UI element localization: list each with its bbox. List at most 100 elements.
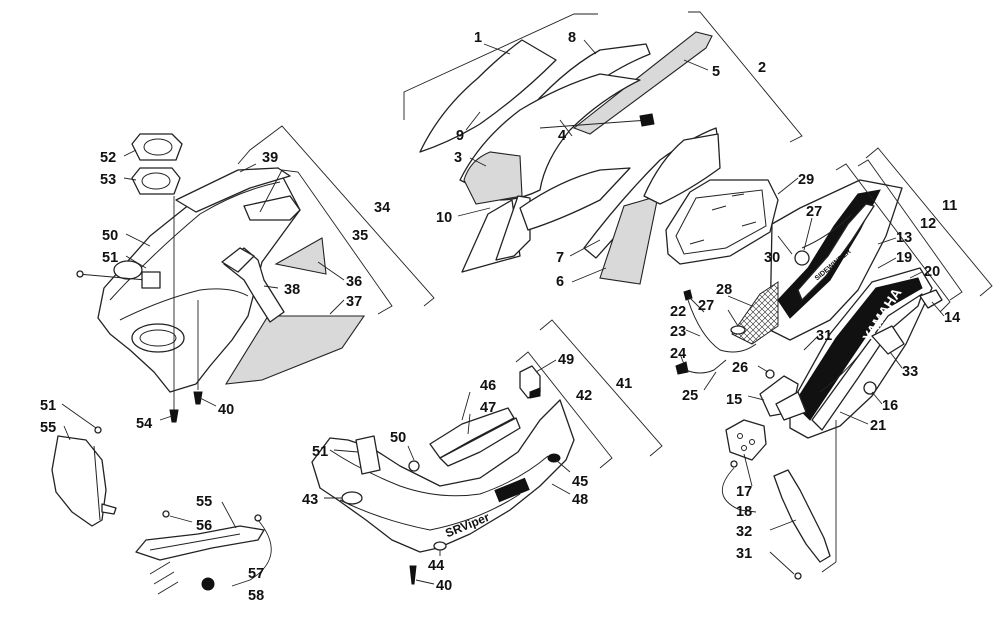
part-37-foam-strip: [224, 315, 366, 385]
part-28-mesh-grille: [731, 281, 779, 345]
leader-17: [743, 453, 753, 487]
leader-5: [683, 59, 709, 71]
callout-58: 58: [248, 588, 264, 604]
callout-41: 41: [616, 376, 632, 392]
leader-8: [583, 39, 597, 55]
callouts-bottom-left: 51 51 55 55 56 57 58: [40, 398, 264, 604]
callout-39: 39: [262, 150, 278, 166]
callout-28: 28: [716, 282, 732, 298]
hatch-58-a: [149, 561, 171, 575]
callout-27b: 27: [698, 298, 714, 314]
callout-24: 24: [670, 346, 686, 362]
part-43-hole: [341, 491, 363, 505]
part-40-screw-b: [409, 565, 417, 585]
leader-46: [461, 391, 471, 421]
callout-54: 54: [136, 416, 152, 432]
callout-11: 11: [942, 198, 957, 214]
leader-55b: [221, 501, 237, 529]
bracket-2: [688, 11, 803, 143]
callout-36: 36: [346, 274, 362, 290]
callout-20: 20: [924, 264, 940, 280]
leader-48: [551, 483, 571, 495]
bracket-42: [515, 351, 613, 469]
callout-10: 10: [436, 210, 452, 226]
part-17-mount-plate: [725, 419, 767, 461]
leader-53: [123, 177, 137, 181]
part-55-tab: [101, 503, 117, 515]
part-55-side-guard: [51, 435, 107, 527]
centerline-21: [821, 561, 837, 573]
bracket-35: [259, 169, 393, 315]
part-25-wire: [685, 359, 727, 374]
leader-54: [159, 415, 173, 421]
leader-20: [909, 271, 923, 279]
leader-27b: [727, 309, 739, 327]
part-18-screw: [730, 460, 738, 468]
part-27-grommet-a: [794, 250, 810, 266]
leader-56: [169, 515, 193, 523]
part-17-hole-c: [741, 445, 747, 451]
leader-24: [679, 353, 685, 365]
leader-36: [317, 261, 345, 281]
part-24-plug: [675, 361, 689, 375]
hatch-58-b: [153, 571, 175, 585]
leader-45: [555, 459, 571, 473]
side-guard-group: [51, 426, 272, 595]
bracket-11: [865, 147, 993, 297]
leader-25: [703, 371, 717, 391]
part-15-bracket-lower: [775, 391, 807, 421]
leader-51c: [61, 403, 97, 429]
callouts-right: 29 11 27 12 13 30 19 20 28 27 22 14 31 2…: [670, 172, 960, 575]
leader-21: [839, 411, 869, 425]
part-55-lower-deflector: [135, 525, 265, 561]
leader-28: [727, 295, 753, 307]
part-34-exhaust-opening-inner: [139, 329, 177, 347]
callout-38: 38: [284, 282, 300, 298]
leader-3: [469, 157, 487, 167]
part-29-slot-b: [711, 205, 727, 211]
part-36-foam: [274, 237, 327, 275]
part-53-gasket-hole: [141, 172, 171, 190]
leader-40b: [415, 579, 435, 585]
part-29-inner: [675, 189, 767, 255]
callout-21: 21: [870, 418, 886, 434]
part-17-hole-b: [749, 439, 755, 445]
callout-46: 46: [480, 378, 496, 394]
part-43-nose-pan: [311, 399, 575, 553]
leader-40: [199, 397, 217, 407]
part-44-plug: [433, 541, 447, 551]
part-51-clip: [141, 271, 161, 289]
nose-pan-group: SRViper: [311, 319, 663, 585]
callout-52: 52: [100, 150, 116, 166]
part-17-hole-a: [737, 433, 743, 439]
part-31-screw-b: [794, 572, 802, 580]
part-29-slot-a: [689, 239, 705, 245]
bracket-12: [857, 159, 963, 301]
callout-9: 9: [456, 128, 464, 144]
part-58-plug: [201, 577, 215, 591]
part-14-edge-trim: [919, 289, 943, 309]
part-4-crease: [539, 119, 649, 129]
upper-decal-swoosh: [801, 213, 853, 249]
callout-40a: 40: [218, 402, 234, 418]
part-51-screw-head: [76, 270, 84, 278]
callout-15: 15: [726, 392, 742, 408]
part-7-clear-panel: [643, 133, 721, 205]
callouts-left: 52 53 39 34 35 50 51 36 38 37 40 54: [100, 149, 390, 432]
leader-52: [123, 149, 137, 157]
callout-43: 43: [302, 492, 318, 508]
part-23-harness: [687, 299, 757, 353]
part-4-clip: [639, 113, 655, 127]
bracket-1: [403, 13, 598, 120]
hood-assembly-group: [403, 11, 803, 285]
callout-5: 5: [712, 64, 720, 80]
part-34-belly-pan-inner: [119, 288, 249, 321]
part-55-side-guard-fold: [93, 445, 101, 521]
leader-39: [239, 163, 257, 173]
part-51-screw: [77, 273, 147, 281]
leader-31b: [769, 551, 795, 575]
callout-6: 6: [556, 274, 564, 290]
callout-17: 17: [736, 484, 752, 500]
callout-23: 23: [670, 324, 686, 340]
part-52-gasket: [131, 133, 183, 161]
